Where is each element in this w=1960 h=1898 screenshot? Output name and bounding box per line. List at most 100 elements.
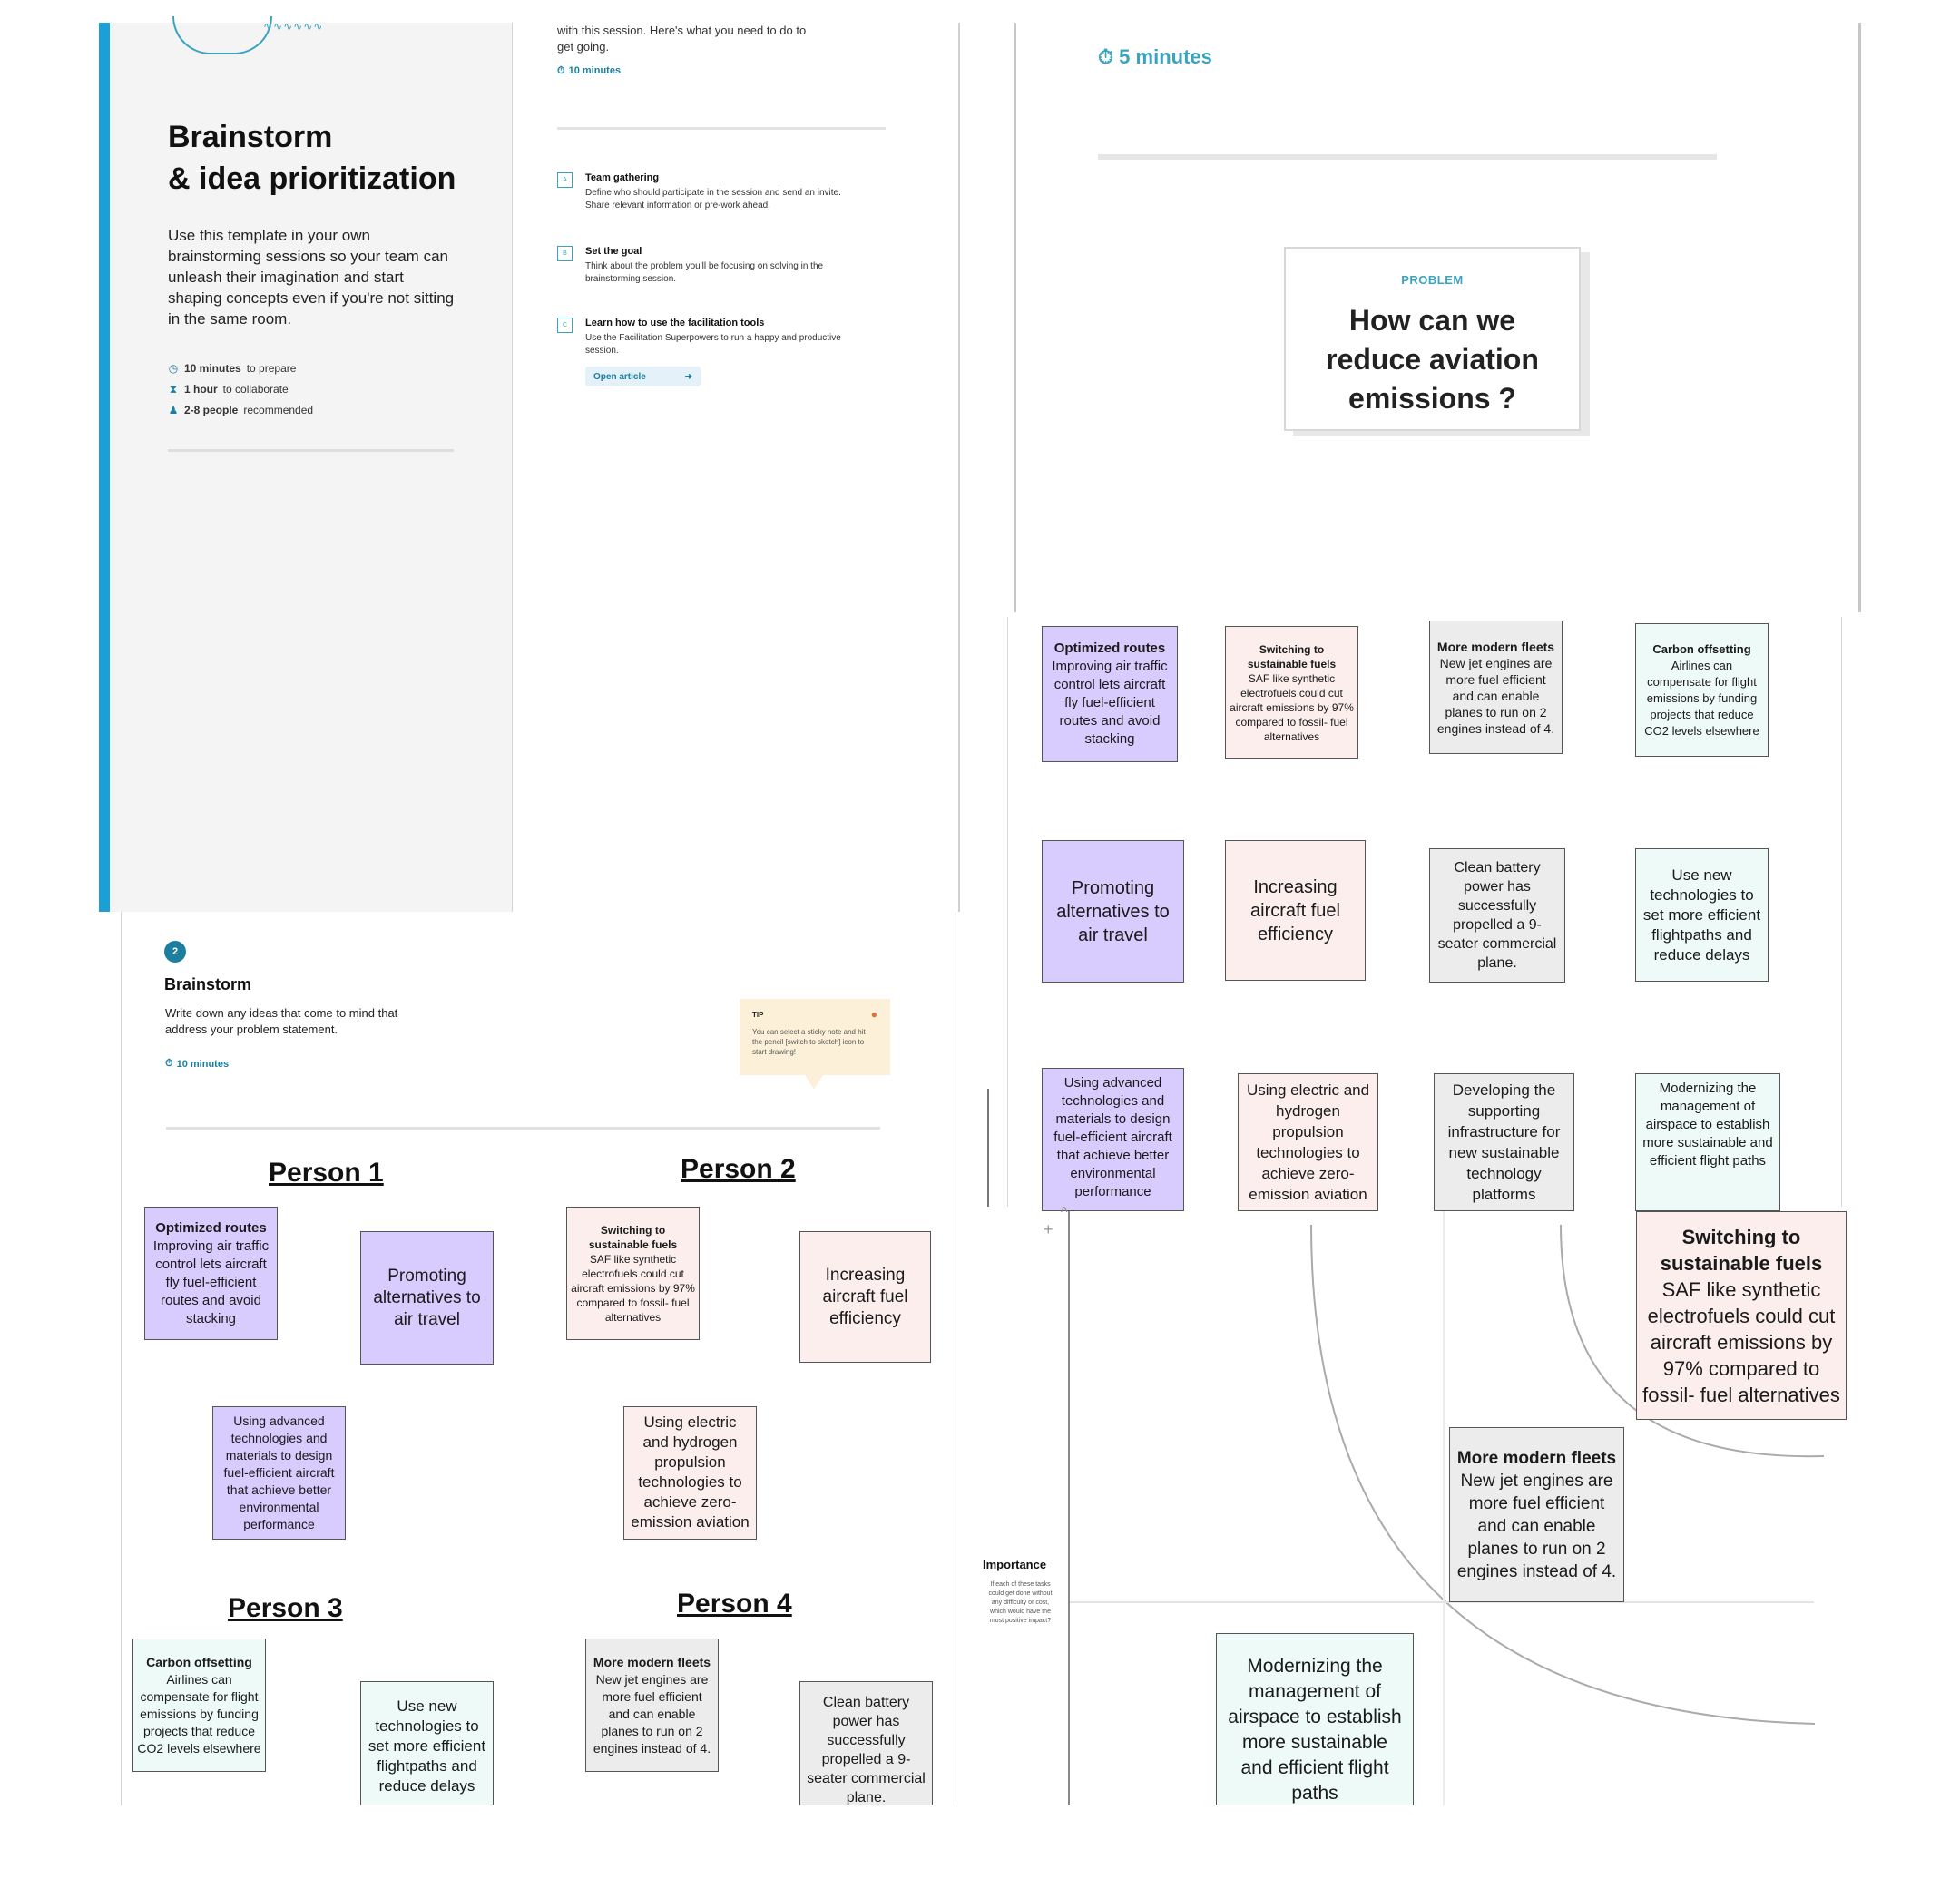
sticky-promoting-alternatives[interactable]: Promoting alternatives to air travel <box>1042 840 1184 983</box>
section-title: Brainstorm <box>164 975 252 993</box>
sticky-carbon-offsetting[interactable]: Carbon offsetting Airlines can compensat… <box>132 1639 266 1772</box>
open-article-button[interactable]: Open article ➜ <box>585 367 701 386</box>
sticky-body: New jet engines are more fuel efficient … <box>1456 1471 1617 1581</box>
meta-prepare: ◷ 10 minutes to prepare <box>168 362 297 375</box>
sticky-modernizing-airspace[interactable]: Modernizing the management of airspace t… <box>1635 1073 1780 1211</box>
timer-icon: ⏱ <box>557 65 565 76</box>
frame-border <box>987 1089 989 1207</box>
person-2-heading: Person 2 <box>681 1154 796 1184</box>
step-facilitation-tools: C Learn how to use the facilitation tool… <box>557 318 866 363</box>
sticky-modernizing-airspace[interactable]: Modernizing the management of airspace t… <box>1216 1633 1414 1805</box>
sticky-increasing-efficiency[interactable]: Increasing aircraft fuel efficiency <box>1225 840 1366 981</box>
intro-panel <box>99 23 513 912</box>
sticky-body: Using electric and hydrogen propulsion t… <box>631 1414 750 1531</box>
tip-text: You can select a sticky note and hit the… <box>752 1028 866 1056</box>
sticky-body: Using advanced technologies and material… <box>223 1414 335 1531</box>
step-letter-icon: A <box>557 172 573 188</box>
problem-statement-card[interactable]: PROBLEM How can we reduce aviation emiss… <box>1284 247 1581 431</box>
meta-collaborate: ⧗ 1 hour to collaborate <box>168 383 289 396</box>
importance-axis <box>1068 1211 1070 1805</box>
sticky-body: SAF like synthetic electrofuels could cu… <box>571 1252 695 1324</box>
sticky-title: Carbon offsetting <box>1652 641 1751 656</box>
curve-line <box>1560 1224 1825 1458</box>
step-team-gathering: A Team gathering Define who should parti… <box>557 172 866 218</box>
idea-grid-frame <box>1007 617 1842 1207</box>
meta-people: ♟ 2-8 people recommended <box>168 404 313 416</box>
open-article-label: Open article <box>593 371 646 382</box>
title-line-2: & idea prioritization <box>168 161 456 196</box>
sticky-body: Use new technologies to set more efficie… <box>1642 866 1761 964</box>
sticky-advanced-technologies[interactable]: Using advanced technologies and material… <box>212 1406 346 1540</box>
sticky-new-technologies[interactable]: Use new technologies to set more efficie… <box>1635 848 1769 982</box>
meta-people-value: 2-8 people <box>184 404 239 416</box>
sticky-electric-hydrogen[interactable]: Using electric and hydrogen propulsion t… <box>1238 1073 1378 1211</box>
sticky-body: Promoting alternatives to air travel <box>1056 877 1170 945</box>
divider <box>1098 154 1717 160</box>
person-icon: ♟ <box>168 404 179 416</box>
meta-people-label: recommended <box>243 404 314 416</box>
sticky-carbon-offsetting[interactable]: Carbon offsetting Airlines can compensat… <box>1635 623 1769 757</box>
sticky-optimized-routes[interactable]: Optimized routes Improving air traffic c… <box>1042 626 1178 762</box>
sticky-clean-battery[interactable]: Clean battery power has successfully pro… <box>1429 848 1565 983</box>
sticky-title: Switching to sustainable fuels <box>588 1223 678 1251</box>
step-letter-icon: B <box>557 246 573 261</box>
sticky-body: Modernizing the management of airspace t… <box>1642 1081 1773 1169</box>
sticky-increasing-efficiency[interactable]: Increasing aircraft fuel efficiency <box>799 1231 931 1363</box>
step-set-goal: B Set the goal Think about the problem y… <box>557 246 866 291</box>
divider <box>168 449 454 452</box>
tip-label: TIP <box>752 1011 764 1019</box>
sticky-modern-fleets[interactable]: More modern fleets New jet engines are m… <box>1449 1427 1624 1602</box>
sticky-sustainable-fuels[interactable]: Switching to sustainable fuels SAF like … <box>1636 1211 1847 1420</box>
sticky-supporting-infrastructure[interactable]: Developing the supporting infrastructure… <box>1434 1073 1574 1211</box>
sticky-title: Switching to sustainable fuels <box>1660 1225 1823 1275</box>
problem-timer-label: 5 minutes <box>1119 45 1212 68</box>
sticky-advanced-technologies[interactable]: Using advanced technologies and material… <box>1042 1068 1184 1211</box>
sticky-body: Using advanced technologies and material… <box>1054 1075 1172 1199</box>
problem-label: PROBLEM <box>1401 273 1464 287</box>
timer-icon: ⏱ <box>1098 45 1114 68</box>
sticky-body: Improving air traffic control lets aircr… <box>152 1238 270 1326</box>
sticky-modern-fleets[interactable]: More modern fleets New jet engines are m… <box>1429 621 1563 754</box>
sticky-new-technologies[interactable]: Use new technologies to set more efficie… <box>360 1681 494 1805</box>
sticky-modern-fleets[interactable]: More modern fleets New jet engines are m… <box>585 1639 719 1772</box>
tip-callout: TIP ● You can select a sticky note and h… <box>740 999 890 1090</box>
sticky-body: Use new technologies to set more efficie… <box>368 1697 486 1795</box>
arrow-up-icon: ^ <box>1061 1205 1068 1220</box>
sticky-body: Clean battery power has successfully pro… <box>807 1695 926 1805</box>
brainstorm-timer: ⏱10 minutes <box>165 1058 229 1070</box>
sticky-body: New jet engines are more fuel efficient … <box>1436 655 1555 736</box>
sticky-body: Clean battery power has successfully pro… <box>1437 860 1557 971</box>
sticky-body: Airlines can compensate for flight emiss… <box>137 1671 261 1756</box>
brainstorm-frame <box>121 912 956 1805</box>
sticky-title: More modern fleets <box>1436 639 1555 654</box>
sticky-body: Developing the supporting infrastructure… <box>1447 1081 1561 1203</box>
step-description: Think about the problem you'll be focusi… <box>585 261 824 284</box>
problem-text: How can we reduce aviation emissions ? <box>1326 304 1539 415</box>
prep-timer: ⏱10 minutes <box>557 63 811 79</box>
hourglass-icon: ⧗ <box>169 383 178 396</box>
clock-icon: ◷ <box>168 362 179 375</box>
sticky-body: SAF like synthetic electrofuels could cu… <box>1642 1277 1840 1406</box>
sticky-clean-battery[interactable]: Clean battery power has successfully pro… <box>799 1681 933 1805</box>
template-title: Brainstorm & idea prioritization <box>168 116 513 200</box>
plus-icon: + <box>1044 1220 1054 1238</box>
sticky-promoting-alternatives[interactable]: Promoting alternatives to air travel <box>360 1231 494 1365</box>
meta-collaborate-label: to collaborate <box>222 383 289 396</box>
sticky-sustainable-fuels[interactable]: Switching to sustainable fuels SAF like … <box>566 1207 700 1340</box>
problem-timer: ⏱5 minutes <box>1098 45 1212 69</box>
prep-text: with this session. Here's what you need … <box>557 23 811 79</box>
divider <box>557 127 886 130</box>
step-description: Define who should participate in the ses… <box>585 188 841 210</box>
step-title: Set the goal <box>585 246 642 257</box>
sticky-optimized-routes[interactable]: Optimized routes Improving air traffic c… <box>144 1207 278 1340</box>
sticky-body: Airlines can compensate for flight emiss… <box>1644 658 1759 738</box>
sticky-electric-hydrogen[interactable]: Using electric and hydrogen propulsion t… <box>623 1406 757 1540</box>
sticky-body: New jet engines are more fuel efficient … <box>593 1671 711 1756</box>
lightbulb-icon: ● <box>870 1008 877 1021</box>
step-description: Use the Facilitation Superpowers to run … <box>585 333 841 356</box>
sticky-sustainable-fuels[interactable]: Switching to sustainable fuels SAF like … <box>1225 626 1358 759</box>
sticky-title: More modern fleets <box>1456 1448 1617 1468</box>
timer-icon: ⏱ <box>165 1058 173 1069</box>
grid-line <box>1070 1601 1814 1603</box>
